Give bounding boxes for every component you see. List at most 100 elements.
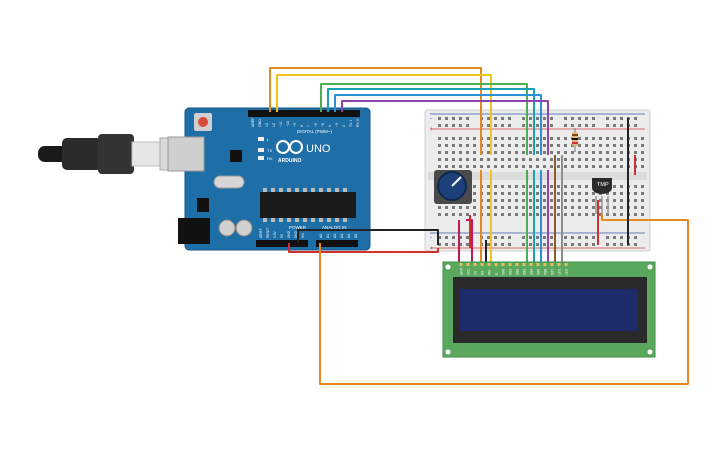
breadboard-hole (515, 185, 518, 188)
breadboard-hole (494, 165, 497, 168)
breadboard-hole (543, 137, 546, 140)
breadboard-hole (501, 236, 504, 239)
breadboard-hole (445, 124, 448, 127)
breadboard-hole (529, 124, 532, 127)
breadboard-hole (557, 151, 560, 154)
breadboard-hole (585, 199, 588, 202)
breadboard-hole (641, 151, 644, 154)
wire-orange-a0 (319, 214, 689, 385)
breadboard-hole (438, 243, 441, 246)
breadboard-hole (487, 117, 490, 120)
breadboard-hole (501, 185, 504, 188)
breadboard-hole (487, 192, 490, 195)
breadboard-hole (564, 144, 567, 147)
breadboard-hole (592, 158, 595, 161)
analog-pin-label: A3 (340, 234, 344, 238)
lcd-pin-label: V0 (474, 271, 478, 275)
breadboard-hole (438, 124, 441, 127)
breadboard-hole (641, 199, 644, 202)
breadboard-hole (578, 117, 581, 120)
breadboard-hole (487, 206, 490, 209)
breadboard-hole (473, 151, 476, 154)
breadboard-hole (543, 192, 546, 195)
breadboard-hole (536, 165, 539, 168)
rx-led-label: RX (267, 156, 273, 161)
breadboard-hole (557, 137, 560, 140)
breadboard-hole (578, 206, 581, 209)
digital-pin-label: 12 (272, 123, 276, 127)
rail-minus-label-bottom: - (430, 235, 432, 241)
arduino-logo: ARDUINO (276, 140, 303, 164)
breadboard-hole (592, 236, 595, 239)
breadboard-hole (529, 165, 532, 168)
breadboard-hole (578, 158, 581, 161)
breadboard-hole (599, 151, 602, 154)
breadboard-hole (613, 151, 616, 154)
breadboard-hole (508, 199, 511, 202)
breadboard-hole (466, 137, 469, 140)
breadboard-hole (578, 185, 581, 188)
breadboard-hole (501, 124, 504, 127)
breadboard-hole (459, 236, 462, 239)
breadboard-hole (508, 185, 511, 188)
breadboard-hole (508, 213, 511, 216)
breadboard-hole (592, 192, 595, 195)
breadboard-hole (473, 165, 476, 168)
breadboard-hole (585, 151, 588, 154)
breadboard-hole (508, 158, 511, 161)
breadboard-hole (445, 137, 448, 140)
breadboard-hole (634, 243, 637, 246)
breadboard-hole (550, 206, 553, 209)
breadboard-hole (564, 124, 567, 127)
sensor-label: TMP (597, 182, 609, 188)
breadboard-hole (571, 206, 574, 209)
breadboard-hole (438, 236, 441, 239)
breadboard-hole (585, 206, 588, 209)
breadboard-hole (459, 124, 462, 127)
breadboard-hole (613, 185, 616, 188)
digital-header (248, 110, 360, 117)
breadboard-hole (445, 165, 448, 168)
breadboard-hole (515, 206, 518, 209)
wire-blue-d3 (334, 94, 542, 155)
breadboard-hole (543, 165, 546, 168)
breadboard-hole (613, 124, 616, 127)
breadboard-hole (466, 144, 469, 147)
breadboard-hole (613, 137, 616, 140)
breadboard-hole (508, 236, 511, 239)
analog-label: ANALOG IN (322, 225, 347, 230)
rail-plus-label-top: + (430, 127, 434, 133)
power-pin-label: 5V (280, 233, 284, 238)
digital-pin-label: 2 (342, 125, 346, 127)
breadboard-hole (571, 144, 574, 147)
breadboard-hole (564, 158, 567, 161)
breadboard-hole (494, 213, 497, 216)
breadboard-hole (585, 158, 588, 161)
breadboard-hole (550, 117, 553, 120)
lcd-pin (501, 263, 505, 266)
breadboard-hole (452, 137, 455, 140)
breadboard-hole (487, 213, 490, 216)
breadboard-hole (466, 165, 469, 168)
wire-orange-d12 (269, 67, 482, 155)
lcd-pin (522, 263, 526, 266)
potentiometer[interactable] (434, 170, 472, 204)
breadboard-hole (473, 158, 476, 161)
breadboard-hole (592, 213, 595, 216)
breadboard-hole (550, 199, 553, 202)
breadboard-hole (564, 236, 567, 239)
breadboard-hole (585, 192, 588, 195)
breadboard-hole (494, 144, 497, 147)
lcd-screen (460, 289, 638, 331)
breadboard-hole (494, 192, 497, 195)
breadboard-hole (564, 137, 567, 140)
breadboard-hole (494, 151, 497, 154)
breadboard-hole (487, 124, 490, 127)
breadboard-hole (592, 206, 595, 209)
breadboard-hole (599, 144, 602, 147)
breadboard-hole (585, 137, 588, 140)
breadboard-hole (452, 158, 455, 161)
tx-led-label: TX (267, 148, 272, 153)
breadboard-hole (466, 236, 469, 239)
breadboard-hole (487, 151, 490, 154)
